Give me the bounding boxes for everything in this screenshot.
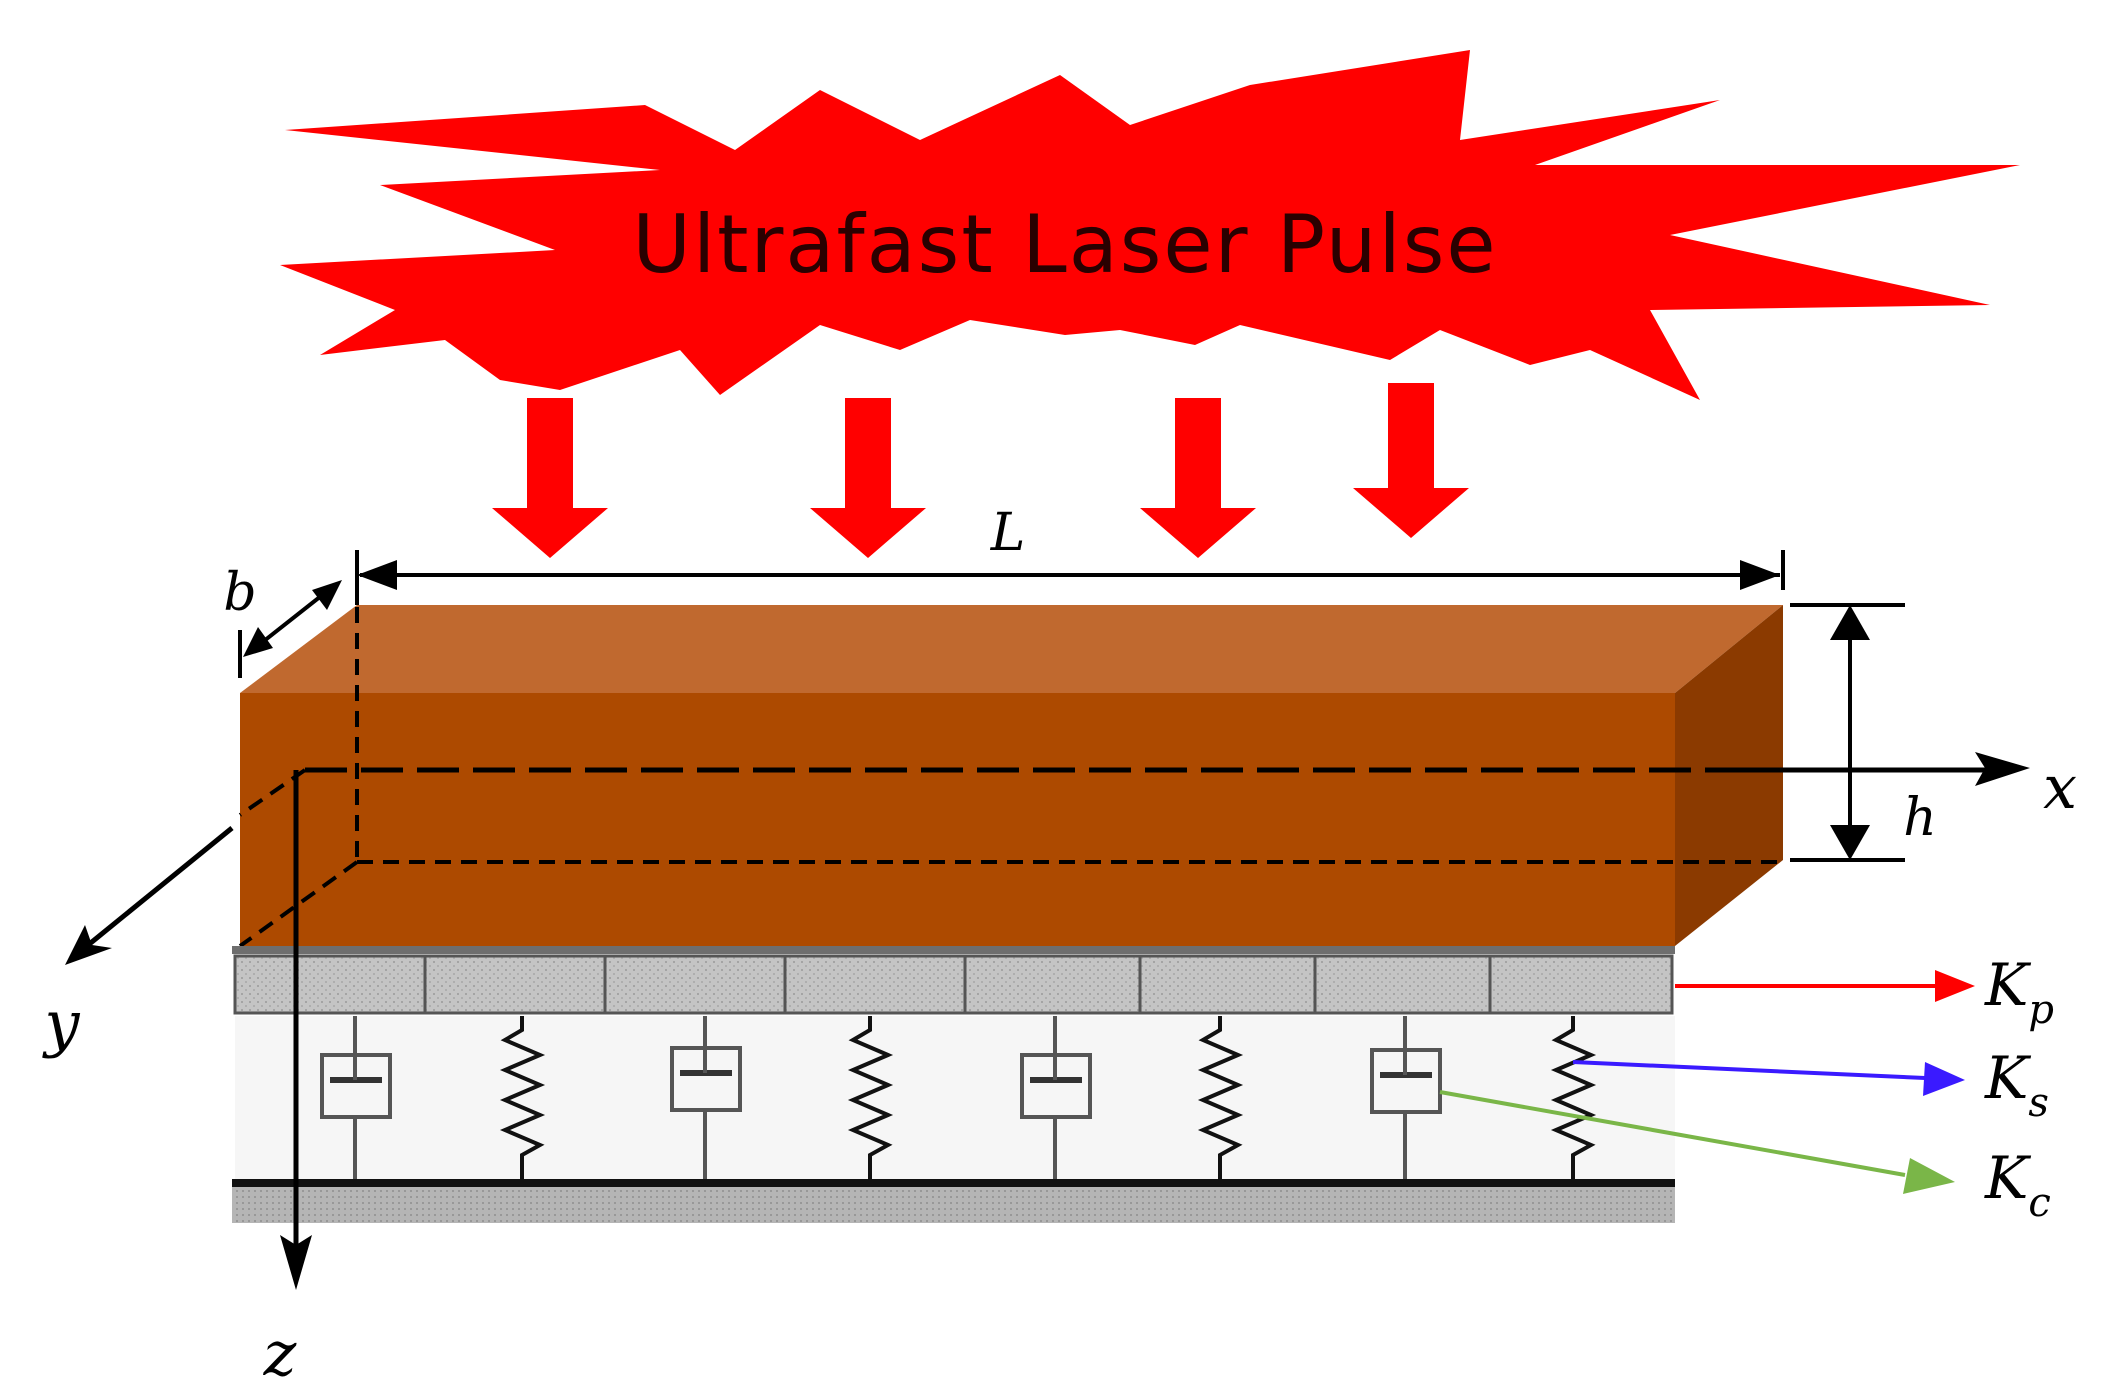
label-spring: Ks	[1984, 1044, 2049, 1126]
laser-arrow-3	[1140, 398, 1256, 558]
laser-arrow-1	[492, 398, 608, 558]
damper-3	[1020, 1016, 1092, 1179]
foundation	[232, 946, 1675, 1223]
beam-side-face	[1675, 605, 1783, 946]
shear-layer	[233, 954, 1674, 1015]
spring-1	[499, 1016, 546, 1179]
damper-1	[320, 1016, 392, 1179]
spring-4	[1550, 1016, 1597, 1179]
damper-2	[670, 1016, 742, 1179]
label-spring-symbol: K	[1984, 1044, 2032, 1112]
laser-arrows	[492, 383, 1469, 558]
shear-layer-top-line	[232, 946, 1675, 954]
dimension-height	[1790, 603, 1905, 862]
support-line	[232, 1179, 1675, 1187]
label-pasternak-symbol: K	[1984, 951, 2032, 1019]
label-width: b	[223, 563, 256, 623]
support-base	[232, 1187, 1675, 1223]
burst-title: Ultrafast Laser Pulse	[632, 198, 1497, 291]
label-damper: Kc	[1984, 1144, 2051, 1226]
pointer-damper	[1439, 1090, 1955, 1194]
label-axis-y: y	[41, 987, 80, 1060]
label-spring-subscript: s	[2028, 1080, 2049, 1126]
dimension-length	[355, 550, 1785, 605]
label-damper-subscript: c	[2028, 1180, 2050, 1226]
laser-burst: Ultrafast Laser Pulse	[280, 50, 2020, 400]
beam-top-face	[240, 605, 1783, 693]
spring-3	[1197, 1016, 1244, 1179]
axis-y	[65, 826, 234, 965]
label-axis-z: z	[263, 1317, 297, 1390]
axis-x	[1740, 752, 2030, 786]
pointer-spring	[1572, 1060, 1965, 1096]
label-pasternak-subscript: p	[2028, 987, 2054, 1033]
axis-z	[280, 770, 312, 1290]
label-length: L	[990, 503, 1026, 563]
laser-arrow-4	[1353, 383, 1469, 538]
damper-4	[1370, 1016, 1442, 1179]
pointer-pasternak	[1675, 970, 1975, 1002]
laser-arrow-2	[810, 398, 926, 558]
label-damper-symbol: K	[1984, 1144, 2032, 1212]
label-axis-x: x	[2043, 753, 2077, 823]
spring-bed-background	[235, 1016, 1675, 1179]
burst-shape	[280, 50, 2020, 400]
beam	[238, 555, 1783, 948]
dimension-width	[238, 580, 342, 678]
label-height: h	[1903, 788, 1937, 848]
beam-front-face	[240, 693, 1675, 946]
spring-2	[847, 1016, 894, 1179]
label-pasternak: Kp	[1984, 951, 2054, 1033]
